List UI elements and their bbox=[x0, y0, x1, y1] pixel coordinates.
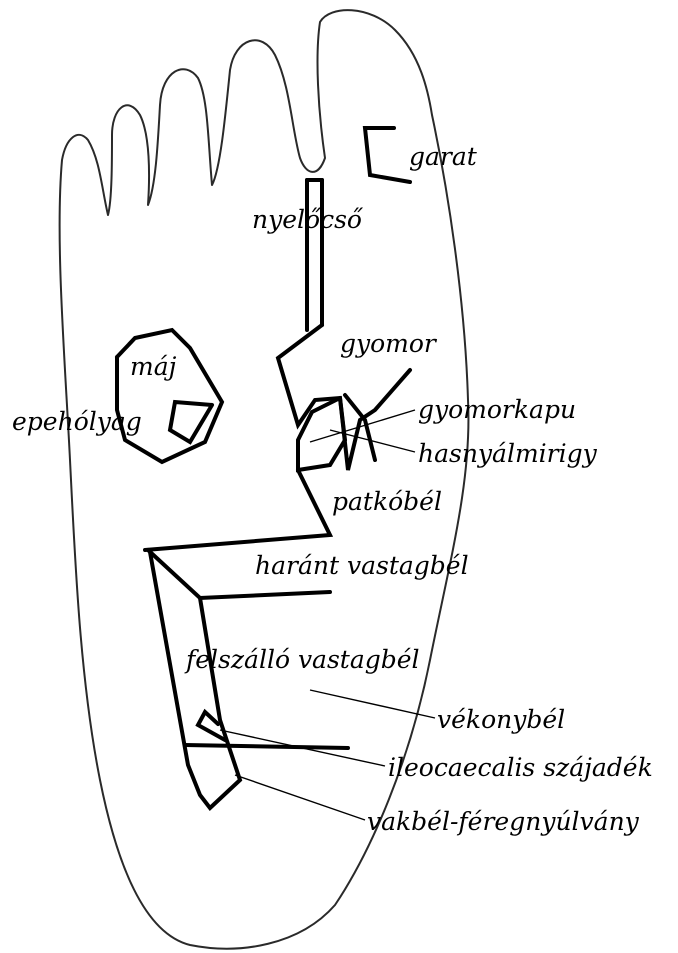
leader-vekonybel bbox=[310, 690, 435, 718]
label-gyomorkapu: gyomorkapu bbox=[418, 395, 576, 424]
label-ileocaecalis: ileocaecalis szájadék bbox=[388, 753, 653, 782]
label-gyomor: gyomor bbox=[340, 329, 438, 358]
label-garat: garat bbox=[409, 142, 478, 171]
label-maj: máj bbox=[130, 352, 177, 381]
label-epeholyag: epehólyag bbox=[12, 407, 142, 436]
patkobel-shape bbox=[145, 470, 330, 550]
label-vekonybel: vékonybél bbox=[437, 705, 565, 734]
label-patkobel: patkóbél bbox=[332, 487, 442, 516]
label-hasnyalmirigy: hasnyálmirigy bbox=[418, 439, 598, 468]
label-vakbel: vakbél-féregnyúlvány bbox=[367, 807, 640, 836]
leader-vakbel bbox=[235, 775, 365, 820]
maj-shape bbox=[117, 330, 222, 462]
felszallo-vastagbel-shape bbox=[150, 552, 240, 808]
label-nyelocso: nyelőcső bbox=[252, 205, 364, 234]
garat-shape bbox=[365, 128, 410, 182]
ileocaecalis-shape bbox=[185, 745, 348, 748]
label-harant-vastagbel: haránt vastagbél bbox=[255, 551, 469, 580]
label-felszallo-vastagbel: felszálló vastagbél bbox=[184, 645, 420, 674]
